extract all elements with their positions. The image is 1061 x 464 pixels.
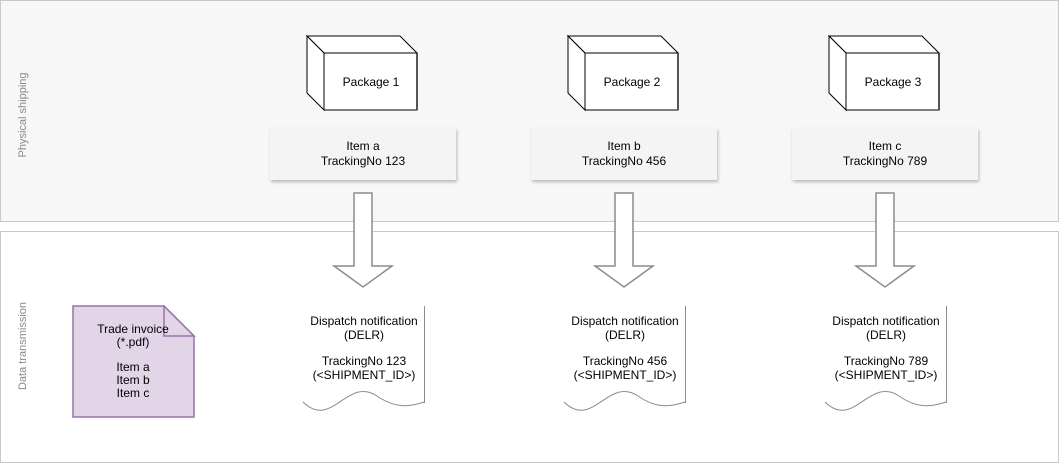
invoice-format: (*.pdf) (116, 335, 150, 349)
dispatch-notification-1[interactable]: Dispatch notification (DELR) TrackingNo … (302, 306, 426, 432)
dispatch-notification-3[interactable]: Dispatch notification (DELR) TrackingNo … (824, 306, 948, 432)
doc-shipment-id: (<SHIPMENT_ID>) (312, 368, 416, 382)
doc-type: (DELR) (604, 328, 645, 342)
package-cube-icon (306, 35, 418, 111)
item-tracking: TrackingNo 456 (581, 154, 667, 168)
package-cube-icon (567, 35, 679, 111)
item-box-3[interactable]: Item c TrackingNo 789 (792, 128, 978, 180)
package-label: Package 2 (603, 75, 661, 89)
item-name: Item b (607, 139, 641, 153)
arrow-down-icon (332, 192, 394, 288)
doc-shipment-id: (<SHIPMENT_ID>) (573, 368, 677, 382)
lane-label-physical: Physical shipping (17, 72, 29, 158)
item-tracking: TrackingNo 789 (842, 154, 928, 168)
doc-shipment-id: (<SHIPMENT_ID>) (834, 368, 938, 382)
package-label: Package 1 (342, 75, 400, 89)
doc-type: (DELR) (865, 328, 906, 342)
document-shape-icon (302, 306, 425, 411)
arrow-down-icon (854, 192, 916, 288)
doc-tracking: TrackingNo 789 (843, 354, 929, 368)
doc-title: Dispatch notification (571, 314, 679, 328)
doc-tracking: TrackingNo 123 (321, 354, 407, 368)
lane-physical-shipping: Physical shipping (0, 0, 1059, 222)
document-shape-icon (824, 306, 947, 411)
arrow-down-icon (593, 192, 655, 288)
item-box-2[interactable]: Item b TrackingNo 456 (531, 128, 717, 180)
invoice-item: Item a (116, 360, 150, 374)
package-2[interactable]: Package 2 (567, 35, 679, 111)
item-name: Item c (868, 139, 902, 153)
package-label: Package 3 (864, 75, 922, 89)
doc-tracking: TrackingNo 456 (582, 354, 668, 368)
doc-type: (DELR) (343, 328, 384, 342)
invoice-title: Trade invoice (97, 322, 169, 336)
invoice-item: Item b (116, 373, 150, 387)
item-tracking: TrackingNo 123 (320, 154, 406, 168)
dispatch-notification-2[interactable]: Dispatch notification (DELR) TrackingNo … (563, 306, 687, 432)
doc-title: Dispatch notification (310, 314, 418, 328)
package-3[interactable]: Package 3 (828, 35, 940, 111)
item-name: Item a (346, 139, 380, 153)
package-1[interactable]: Package 1 (306, 35, 418, 111)
invoice-item: Item c (116, 386, 150, 400)
package-cube-icon (828, 35, 940, 111)
lane-label-data: Data transmission (17, 301, 29, 391)
note-folded-corner-icon (72, 305, 196, 418)
document-shape-icon (563, 306, 686, 411)
item-box-1[interactable]: Item a TrackingNo 123 (270, 128, 456, 180)
trade-invoice[interactable]: Trade invoice (*.pdf) Item a Item b Item… (72, 305, 196, 419)
doc-title: Dispatch notification (832, 314, 940, 328)
